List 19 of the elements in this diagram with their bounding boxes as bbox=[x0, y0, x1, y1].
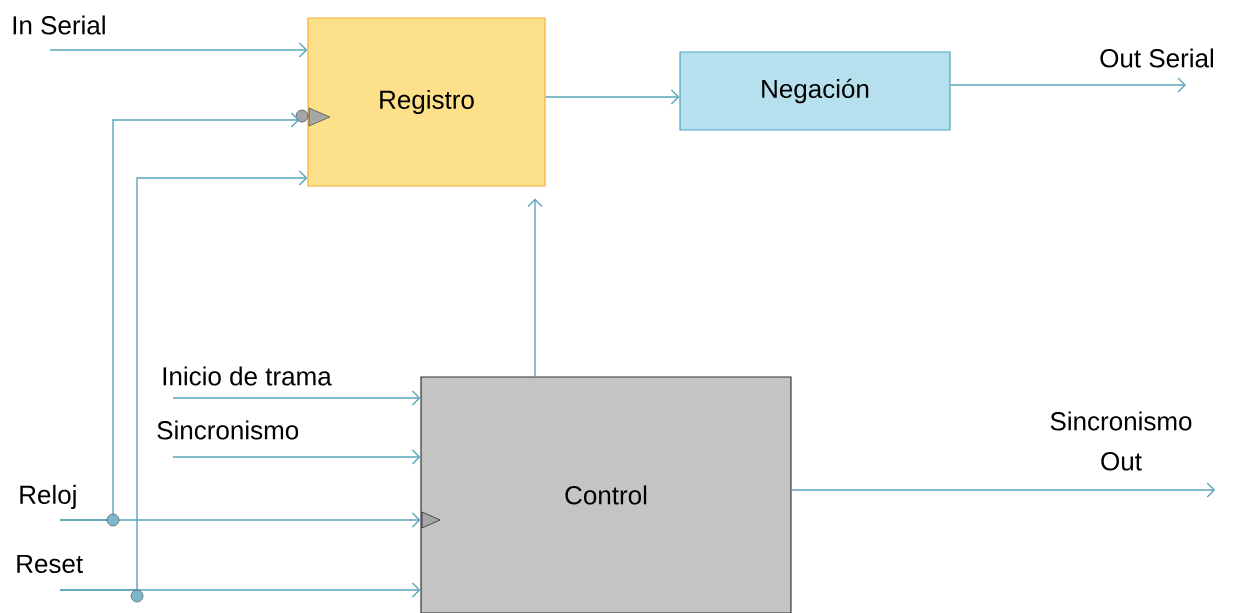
arrow bbox=[172, 449, 421, 465]
block-box: Control bbox=[420, 376, 792, 613]
block-box: Registro bbox=[307, 17, 546, 187]
signal-label: Inicio de trama bbox=[163, 366, 332, 386]
arrow bbox=[527, 198, 543, 378]
arrow bbox=[59, 582, 421, 598]
arrow bbox=[172, 390, 421, 406]
arrow bbox=[59, 512, 421, 528]
arrow bbox=[790, 482, 1216, 498]
signal-label: Out Serial bbox=[1100, 48, 1213, 68]
arrow bbox=[49, 42, 308, 58]
signal-label: Sincronismo Out bbox=[1050, 411, 1192, 471]
arrow bbox=[949, 77, 1186, 93]
signal-label: Reloj bbox=[20, 484, 76, 510]
signal-label: Reset bbox=[17, 554, 83, 574]
arrow bbox=[544, 89, 680, 105]
signal-label: In Serial bbox=[13, 15, 105, 35]
block-box: Negación bbox=[679, 51, 951, 131]
signal-label: Sincronismo bbox=[157, 420, 299, 440]
